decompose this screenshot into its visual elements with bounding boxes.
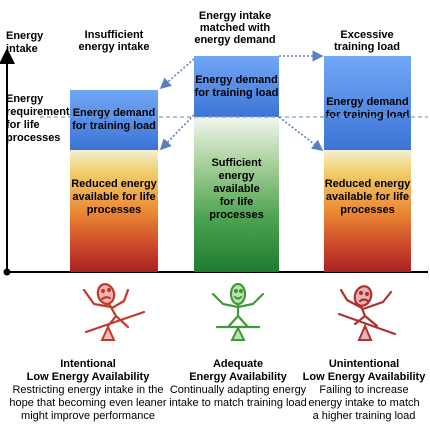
reduced-energy-bar-excessive: Reduced energy available for life proces… [324, 150, 411, 272]
energy-demand-bar-excessive: Energy demand for training load [324, 56, 411, 150]
energy-demand-bar-matched: Energy demand for training load [194, 56, 279, 117]
caption-insufficient: Intentional Low Energy Availability Rest… [9, 358, 167, 422]
y-axis-label: Energy intake [6, 30, 44, 55]
caption-excessive: Unintentional Low Energy Availability Fa… [302, 358, 426, 422]
energy-demand-bar-insufficient: Energy demand for training load [70, 90, 158, 150]
sufficient-energy-bar-matched: Sufficient energy available for life pro… [194, 117, 279, 272]
axis-origin-dot [3, 268, 11, 276]
column-header-insufficient: Insufficient energy intake [78, 29, 150, 53]
arrow-matched-to-insufficient-top [159, 58, 195, 90]
arrow-matched-to-excessive-bottom [278, 116, 324, 151]
balanced-figure-matched-icon [211, 282, 265, 341]
energy-requirement-label: Energy requirement for life processes [6, 93, 70, 144]
unbalanced-figure-insufficient-icon [82, 283, 146, 341]
column-header-matched: Energy intake matched with energy demand [194, 10, 276, 46]
caption-matched: Adequate Energy Availability Continually… [169, 358, 307, 409]
column-header-excessive: Excessive training load [334, 29, 400, 53]
unbalanced-figure-excessive-icon [337, 285, 397, 341]
arrow-matched-to-insufficient-bottom [159, 114, 195, 151]
reduced-energy-bar-insufficient: Reduced energy available for life proces… [70, 150, 158, 272]
